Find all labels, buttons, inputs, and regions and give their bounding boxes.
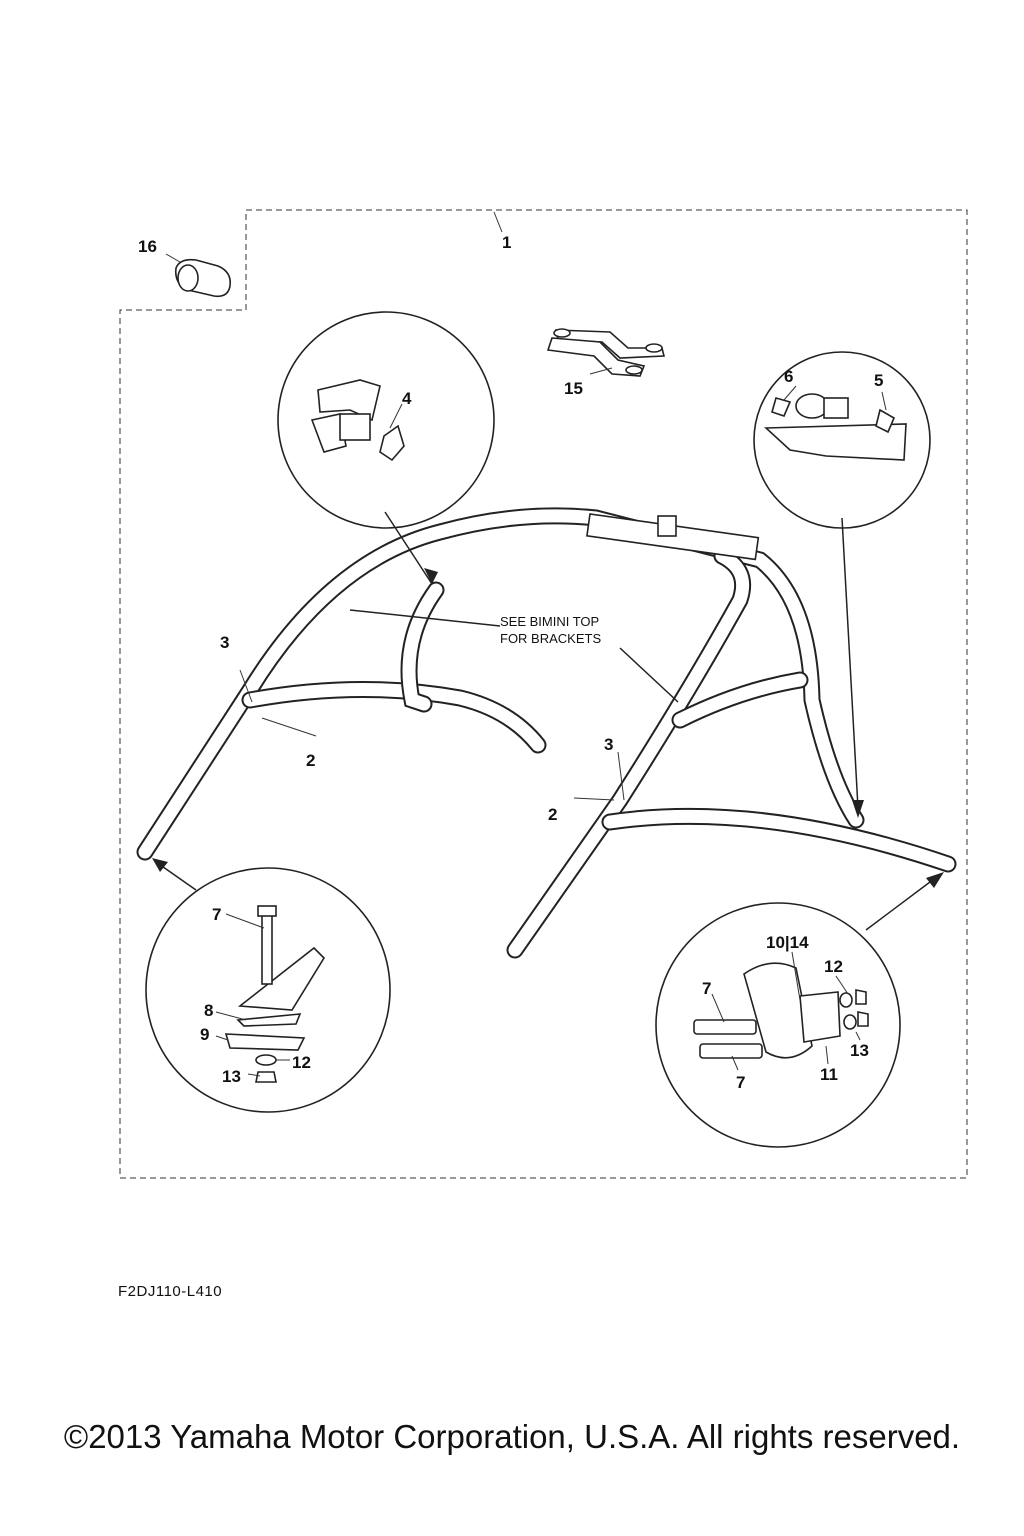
callout-9: 9: [200, 1025, 209, 1044]
callout-11: 11: [820, 1065, 838, 1084]
detail-circle-knob-left: [277, 311, 495, 529]
callout-6: 6: [784, 367, 793, 386]
callout-4: 4: [402, 389, 412, 408]
callout-13-right: 13: [850, 1041, 869, 1060]
callout-12-right: 12: [824, 957, 843, 976]
callout-13-left: 13: [222, 1067, 241, 1086]
callout-5: 5: [874, 371, 883, 390]
bracket-part-15: [546, 328, 666, 377]
callout-7-right-bottom: 7: [736, 1073, 745, 1092]
cap-part-16: [174, 258, 232, 298]
note-line-1: SEE BIMINI TOP: [500, 614, 599, 629]
tower-frame: [136, 507, 957, 959]
detail-circle-knob-right: [753, 351, 931, 529]
leader-lines: [152, 211, 944, 1077]
copyright-notice: ©2013 Yamaha Motor Corporation, U.S.A. A…: [63, 1418, 961, 1455]
callout-1: 1: [502, 233, 511, 252]
callout-7-right-top: 7: [702, 979, 711, 998]
drawing-code: F2DJ110-L410: [118, 1283, 223, 1300]
callout-2-right: 2: [548, 805, 557, 824]
callout-7-left: 7: [212, 905, 221, 924]
callout-15: 15: [564, 379, 583, 398]
assembly-boundary: [119, 209, 968, 1179]
callouts: 1 16 15 4 6 5 3 2 3 2 SEE BIMINI TOP FOR…: [138, 233, 883, 1092]
callout-10-14: 10|14: [766, 933, 809, 952]
callout-16: 16: [138, 237, 157, 256]
callout-8: 8: [204, 1001, 213, 1020]
callout-12-left: 12: [292, 1053, 311, 1072]
note-line-2: FOR BRACKETS: [500, 631, 601, 646]
detail-circle-base-right: [655, 902, 901, 1148]
callout-2-left: 2: [306, 751, 315, 770]
detail-circle-base-left: [145, 867, 391, 1113]
callout-3-left: 3: [220, 633, 229, 652]
callout-3-right: 3: [604, 735, 613, 754]
